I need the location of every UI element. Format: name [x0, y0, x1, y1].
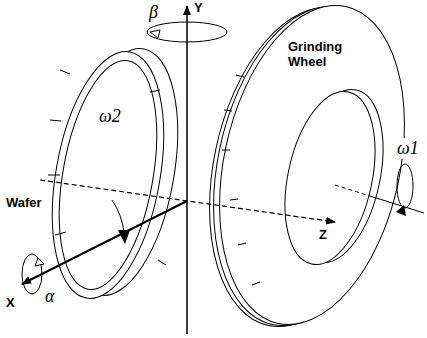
axis-label: Y	[193, 1, 204, 16]
wheel-axis	[335, 185, 370, 196]
wafer-disk	[35, 40, 195, 307]
grinding-wheel	[182, 0, 427, 338]
x-rotation-arrow	[22, 254, 44, 294]
part-label: Grinding Wheel	[287, 40, 353, 70]
wheel-rotation-arrow	[396, 164, 413, 216]
x-axis	[22, 201, 187, 284]
axis-label: Z	[318, 228, 328, 243]
rotation-symbol: α	[44, 286, 55, 307]
y-axis	[186, 6, 188, 334]
rotation-symbol: β	[148, 2, 159, 23]
rotation-symbol: ω1	[396, 138, 420, 159]
part-label: Wafer	[5, 196, 43, 211]
y-rotation-arrow	[147, 22, 227, 42]
wheel-axis	[370, 196, 424, 213]
rotation-symbol: ω2	[98, 106, 122, 127]
axis-label: X	[5, 296, 16, 311]
